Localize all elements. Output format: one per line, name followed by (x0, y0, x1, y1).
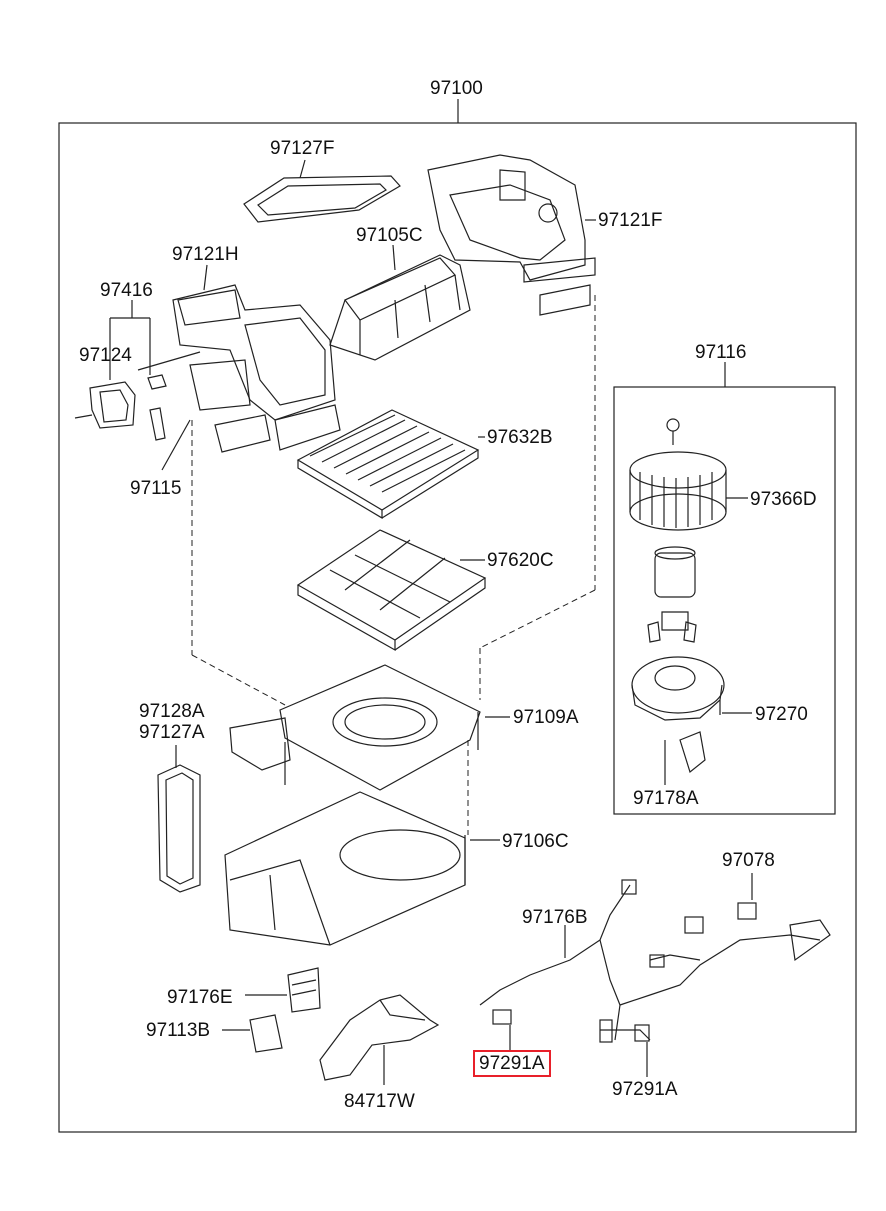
label-blower-group: 97116 (695, 342, 747, 363)
label-actuator-screw: 97416 (100, 280, 153, 301)
label-connector: 97291A (612, 1079, 678, 1100)
blower-motor-part (629, 418, 727, 774)
label-screw-blower: 97270 (755, 704, 808, 725)
bracket-part (319, 994, 440, 1081)
label-connector-highlighted[interactable]: 97291A (473, 1050, 551, 1077)
side-seal-part (157, 764, 201, 893)
lower-case-part (224, 791, 466, 946)
label-seal-a: 97128A (139, 701, 205, 722)
assembly-frame (58, 122, 857, 1133)
actuator-part (74, 381, 136, 429)
blower-group-frame (613, 386, 836, 815)
seal-top-part (243, 175, 401, 223)
label-resistor-seal: 97113B (146, 1020, 211, 1041)
label-duct-right: 97121F (598, 210, 663, 231)
label-fan: 97366D (750, 489, 817, 510)
upper-case-part (229, 664, 481, 791)
label-filter-cover: 97620C (487, 550, 554, 571)
filter-cover-part (296, 529, 487, 652)
label-seal-b: 97127A (139, 722, 205, 743)
lever-part (147, 374, 167, 441)
label-lower-case: 97106C (502, 831, 569, 852)
resistor-part (287, 967, 321, 1013)
label-assembly: 97100 (430, 78, 483, 99)
label-actuator: 97124 (79, 345, 132, 366)
mode-case-part (329, 254, 471, 361)
label-harness: 97176B (522, 907, 588, 928)
wiring-harness-part (479, 879, 831, 1043)
filter-part (296, 409, 480, 520)
label-upper-case: 97109A (513, 707, 579, 728)
label-clip: 97178A (633, 788, 699, 809)
label-relay: 97078 (722, 850, 775, 871)
label-resistor: 97176E (167, 987, 233, 1008)
label-mode-case: 97105C (356, 225, 423, 246)
duct-right-part (427, 154, 596, 316)
resistor-seal-part (249, 1014, 283, 1053)
label-duct-left: 97121H (172, 244, 239, 265)
duct-left-part (172, 284, 341, 453)
label-filter: 97632B (487, 427, 553, 448)
label-seal-top: 97127F (270, 138, 335, 159)
label-bracket: 84717W (344, 1091, 415, 1112)
label-lever: 97115 (130, 478, 182, 499)
